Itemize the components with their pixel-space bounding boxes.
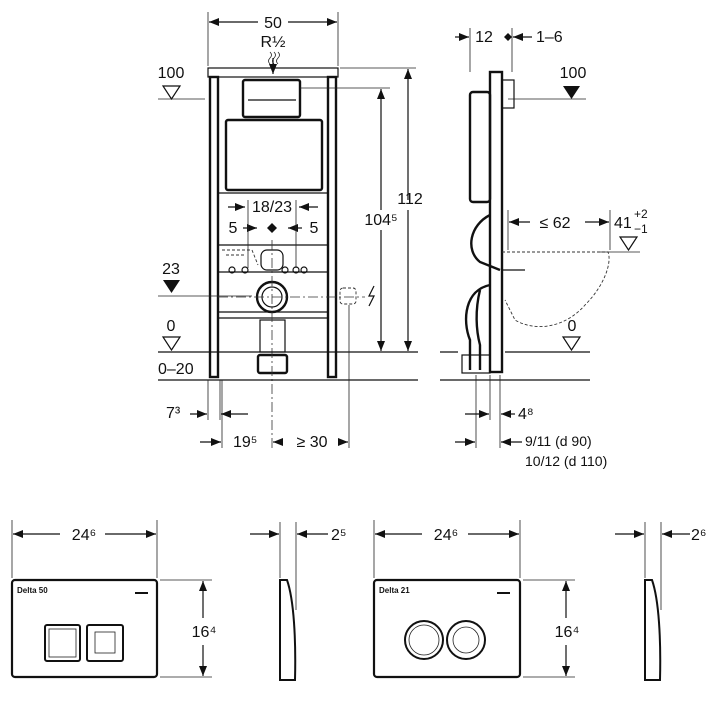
flush-button-small: [86, 624, 124, 662]
pipe-d110: 10/12 (d 110): [525, 453, 607, 469]
plate-depth: 2⁵: [331, 527, 347, 544]
floor-level-front: 0: [167, 318, 176, 335]
cistern: [224, 118, 324, 192]
flush-plate-delta-21: 24⁶ Delta 21 16⁴ 2⁶: [372, 520, 706, 681]
drain-bend: [464, 283, 491, 370]
flush-button-large: [44, 624, 81, 662]
frame-right-leg: [326, 75, 338, 379]
plate-model-name: Delta 21: [379, 586, 410, 595]
cistern-side: [468, 90, 492, 204]
pipe-d90: 9/11 (d 90): [525, 433, 592, 449]
supply-offset: 19⁵: [233, 434, 257, 451]
frame-side-leg: [488, 70, 504, 374]
frame-left-leg: [208, 75, 220, 379]
plate-outline: [372, 578, 522, 679]
socket-distance: ≥ 30: [296, 434, 327, 451]
plate-width: 24⁶: [72, 527, 96, 544]
width-dimension: 50: [264, 15, 282, 32]
thread-label: R½: [261, 34, 286, 51]
electric-icon: [368, 285, 375, 307]
plate-outline: [10, 578, 159, 679]
plate-depth: 2⁶: [691, 527, 706, 544]
bowl-length: ≤ 62: [539, 215, 570, 232]
level-marker-icon: [161, 85, 182, 101]
inner-height: 104⁵: [364, 212, 397, 229]
level-marker-filled-icon: [563, 86, 580, 99]
flush-plate-delta-50: 24⁶ Delta 50 16⁴ 2⁵: [10, 520, 347, 681]
plate-model-name: Delta 50: [17, 586, 48, 595]
water-level: 23: [162, 261, 180, 278]
outlet-spacing: 18/23: [252, 199, 292, 216]
floor-level-side: 0: [568, 318, 577, 335]
level-marker-icon: [161, 336, 182, 352]
level-100-right: 100: [560, 65, 587, 82]
bowl-tolerance-minus: −1: [634, 222, 648, 236]
level-marker-icon: [618, 236, 639, 252]
leg-offset: 7³: [166, 405, 181, 422]
right-offset: 5: [310, 220, 319, 237]
plate-height: 16⁴: [192, 624, 217, 641]
side-view: 12 1–6 100 ≤ 62 41 +2 −1 0 4: [440, 28, 648, 469]
plate-width: 24⁶: [434, 527, 458, 544]
plate-profile: [279, 579, 297, 681]
adjust-range: 1–6: [536, 29, 563, 46]
bowl-height: 41: [614, 215, 632, 232]
front-view: 50 R½ 18/23 5 5: [158, 12, 423, 451]
toilet-bowl-outline: [502, 251, 610, 327]
frame-top-bar: [207, 67, 339, 78]
plate-profile: [644, 579, 662, 681]
water-supply-icon: [268, 51, 280, 65]
flush-valve-box: [241, 78, 302, 119]
level-marker-icon: [561, 336, 582, 352]
electrical-socket: [339, 287, 357, 305]
total-height: 112: [397, 191, 423, 208]
flush-button-small: [446, 620, 486, 660]
level-100-left: 100: [158, 65, 185, 82]
flush-pipe: [470, 213, 501, 272]
bowl-tolerance-plus: +2: [634, 207, 648, 221]
level-marker-filled-icon: [163, 280, 180, 293]
plate-height: 16⁴: [555, 624, 580, 641]
left-offset: 5: [229, 220, 238, 237]
top-depth: 12: [475, 29, 493, 46]
pipe-offset: 4⁸: [518, 406, 534, 423]
flush-button-large: [404, 620, 444, 660]
drain-pipe: [256, 353, 289, 375]
floor-range: 0–20: [158, 361, 194, 378]
